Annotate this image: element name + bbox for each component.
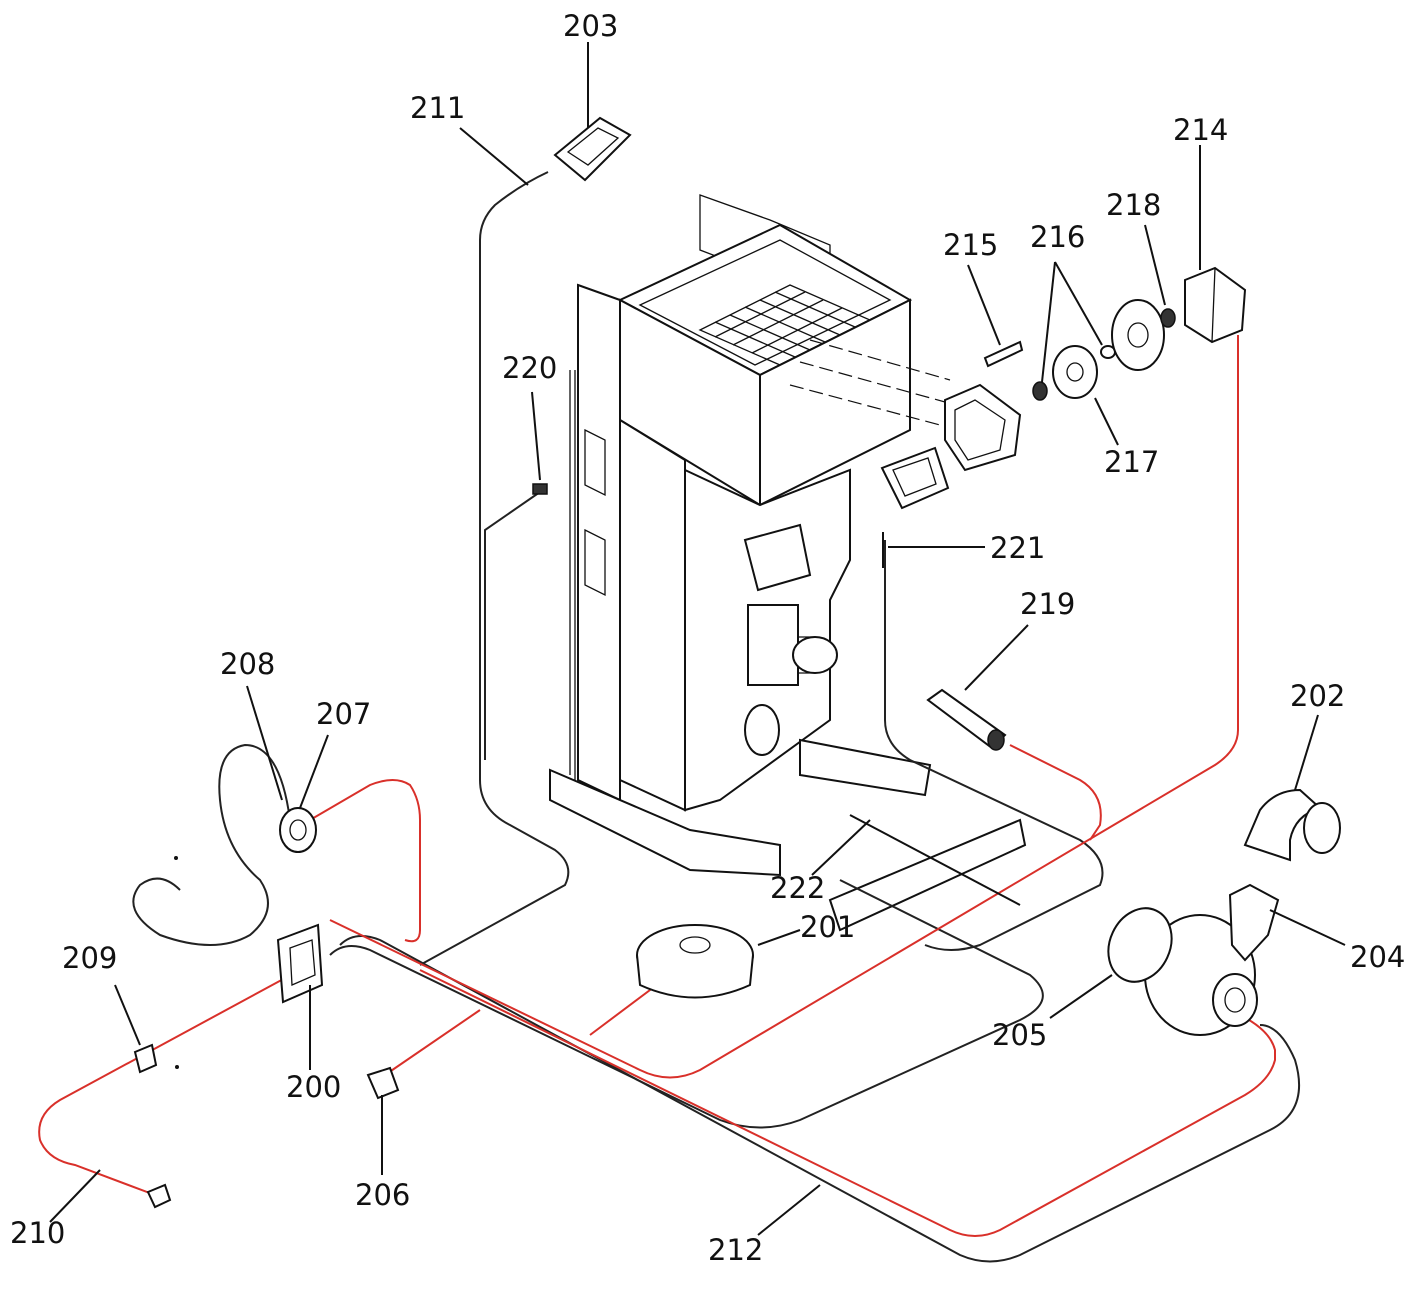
label-207: 207 (316, 697, 371, 731)
igniter-219 (926, 688, 1007, 751)
label-217: 217 (1104, 445, 1159, 479)
plug-210 (146, 1183, 172, 1209)
label-200: 200 (286, 1070, 341, 1104)
label-203: 203 (563, 9, 618, 43)
sensor-220 (532, 483, 548, 495)
gasket-ring-205 (1107, 907, 1173, 983)
switch-209 (133, 1043, 158, 1074)
wiring-harness (38, 171, 1301, 1263)
elbow-202 (1243, 788, 1341, 862)
label-202: 202 (1290, 679, 1345, 713)
leader-lines (49, 42, 1346, 1236)
label-216: 216 (1030, 220, 1085, 254)
label-222: 222 (770, 871, 825, 905)
thermostat-206 (366, 1066, 400, 1100)
pressure-switch-207 (279, 807, 317, 853)
label-211: 211 (410, 91, 465, 125)
label-208: 208 (220, 647, 275, 681)
label-214: 214 (1173, 113, 1228, 147)
impeller-217 (1052, 345, 1098, 399)
label-212: 212 (708, 1233, 763, 1267)
auger-assembly (880, 383, 1022, 510)
label-219: 219 (1020, 587, 1075, 621)
part-labels: 203 211 214 218 215 216 220 217 221 219 … (10, 9, 1405, 1267)
boiler-body (549, 194, 1027, 932)
label-221: 221 (990, 531, 1045, 565)
label-204: 204 (1350, 940, 1405, 974)
rod-222 (849, 814, 1021, 906)
blower-201 (636, 924, 754, 999)
label-215: 215 (943, 228, 998, 262)
label-205: 205 (992, 1018, 1047, 1052)
gasket-218 (1160, 308, 1176, 328)
dot (175, 1065, 179, 1069)
exhaust-fan-204 (1144, 883, 1280, 1036)
dot (174, 856, 178, 860)
control-board-200 (276, 923, 324, 1004)
label-210: 210 (10, 1216, 65, 1250)
gear-motor-214 (1184, 266, 1247, 344)
label-220: 220 (502, 351, 557, 385)
bracket-215 (983, 340, 1024, 368)
label-209: 209 (62, 941, 117, 975)
label-218: 218 (1106, 188, 1161, 222)
label-206: 206 (355, 1178, 410, 1212)
label-201: 201 (800, 910, 855, 944)
cover-plate (1111, 299, 1165, 371)
display-panel-203 (553, 116, 632, 182)
